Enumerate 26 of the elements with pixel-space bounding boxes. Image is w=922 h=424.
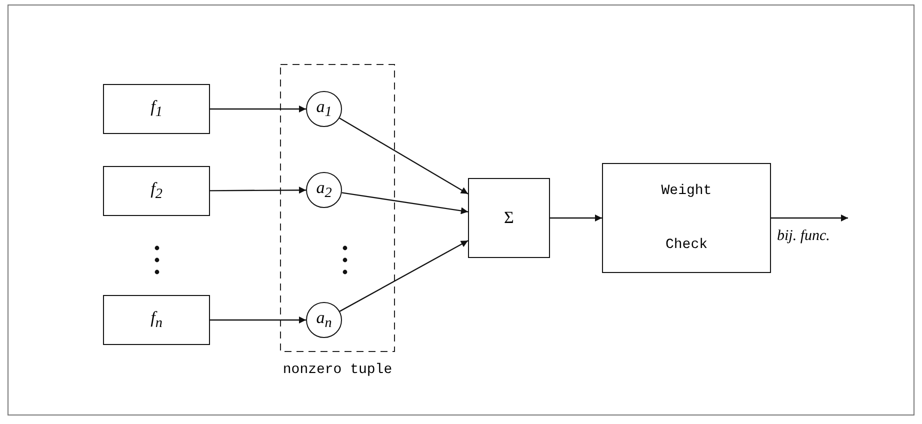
process-box <box>103 84 210 134</box>
node-label: a$_{2}$ <box>316 178 332 202</box>
process-box <box>468 178 550 258</box>
arrow <box>210 316 306 324</box>
node-label: a$_{n}$ <box>316 308 332 332</box>
node-label: f$_{1}$ <box>150 96 162 122</box>
circle-node <box>306 302 342 338</box>
node-label: Weight Check <box>660 182 713 255</box>
arrow <box>550 214 602 222</box>
arrow <box>339 240 468 312</box>
node-label: a$_{1}$ <box>316 96 332 122</box>
group-label: nonzero tuple <box>282 362 394 378</box>
process-box <box>103 295 210 345</box>
node-label: Σ <box>504 208 514 228</box>
arrow <box>210 106 306 112</box>
arrow <box>342 192 468 214</box>
circle-node <box>306 172 342 208</box>
circle-node <box>306 91 342 127</box>
node-label: f$_{n}$ <box>150 308 162 332</box>
arrow <box>339 118 468 194</box>
edge-label: bij. func. <box>777 228 830 245</box>
process-box <box>103 166 210 216</box>
node-label: f$_{2}$ <box>150 178 162 204</box>
process-box <box>602 163 771 273</box>
arrow <box>771 214 848 222</box>
arrow <box>210 186 306 194</box>
